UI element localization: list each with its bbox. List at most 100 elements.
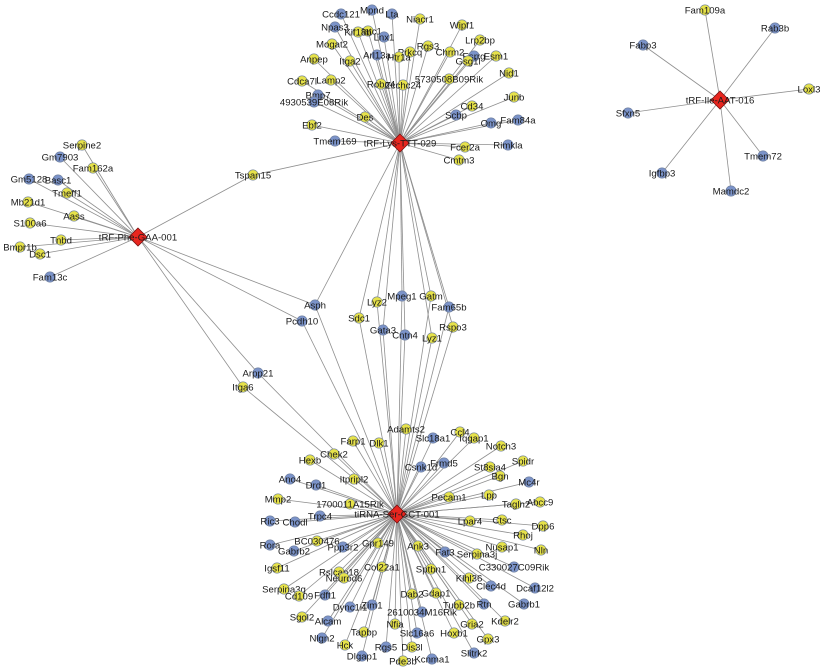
gene-node-tmeff1[interactable]: Tmeff1 — [52, 187, 82, 200]
gene-node-zcchc24[interactable]: Zcchc24 — [385, 79, 422, 92]
gene-node-slc16a6[interactable]: Slc16a6 — [400, 627, 435, 640]
gene-node-asph[interactable]: Asph — [304, 299, 326, 312]
gene-node-tapbp[interactable]: Tapbp — [351, 626, 377, 639]
gene-node-itga2[interactable]: Itga2 — [339, 55, 361, 68]
gene-node-alcam[interactable]: Alcam — [315, 615, 342, 628]
gene-node-esm1[interactable]: Esm1 — [484, 50, 509, 63]
gene-node-chodl[interactable]: Chodl — [283, 516, 308, 529]
gene-node-cd34[interactable]: Cd34 — [461, 100, 485, 113]
gene-node-serpine2[interactable]: Serpine2 — [63, 139, 101, 152]
gene-node-dlk1[interactable]: Dlk1 — [369, 437, 389, 450]
gene-node-drd1[interactable]: Drd1 — [306, 479, 327, 492]
gene-node-nlgn2[interactable]: Nlgn2 — [310, 632, 335, 645]
hub-node-trf-ile-aat-016[interactable]: tRF-Ile-AAT-016 — [686, 90, 755, 110]
gene-node-tnbd[interactable]: Tnbd — [50, 234, 72, 247]
gene-node-fam84a[interactable]: Fam84a — [500, 114, 536, 127]
gene-node-tspan15[interactable]: Tspan15 — [235, 169, 271, 182]
gene-node-neurod6[interactable]: Neurod6 — [326, 572, 363, 585]
gene-node-arl13a[interactable]: Arl13a — [363, 49, 391, 62]
gene-node-lpp[interactable]: Lpp — [481, 489, 497, 502]
gene-node-chrm2[interactable]: Chrm2 — [436, 46, 465, 59]
gene-node-4930539e08rik[interactable]: 4930539E08Rik — [280, 96, 348, 109]
gene-node-cntn4[interactable]: Cntn4 — [392, 329, 418, 342]
gene-node-igsf11[interactable]: Igsf11 — [264, 562, 290, 575]
gene-node-arpp21[interactable]: Arpp21 — [243, 367, 274, 380]
gene-node-lnx1[interactable]: Lnx1 — [374, 31, 395, 44]
gene-node-farp1[interactable]: Farp1 — [341, 435, 366, 448]
gene-node-pecam1[interactable]: Pecam1 — [431, 491, 467, 504]
gene-node-clec4d[interactable]: Clec4d — [476, 580, 506, 593]
gene-node-col22a1[interactable]: Col22a1 — [364, 561, 400, 574]
gene-node-gata3[interactable]: Gata3 — [370, 324, 396, 337]
gene-node-notch3[interactable]: Notch3 — [486, 440, 516, 453]
gene-node-rgs3[interactable]: Rgs3 — [417, 40, 439, 53]
gene-node-nusap1[interactable]: Nusap1 — [486, 541, 519, 554]
gene-node-kif18b[interactable]: Kif18b — [344, 26, 372, 39]
gene-node-cdca7l[interactable]: Cdca7l — [287, 75, 317, 88]
gene-node-fabp3[interactable]: Fabp3 — [629, 39, 657, 52]
gene-node-fcer2a[interactable]: Fcer2a — [450, 141, 481, 154]
gene-node-dpp6[interactable]: Dpp6 — [532, 520, 555, 533]
gene-node-sfxn5[interactable]: Sfxn5 — [616, 107, 641, 120]
gene-node-fam65b[interactable]: Fam65b — [431, 301, 467, 314]
gene-node-dync1i1[interactable]: Dync1i1 — [333, 601, 368, 614]
gene-node-npas3[interactable]: Npas3 — [321, 21, 349, 34]
gene-node-cd109[interactable]: Cd109 — [285, 590, 313, 603]
gene-node-gpr149[interactable]: Gpr149 — [362, 537, 394, 550]
gene-node-mmp2[interactable]: Mmp2 — [265, 493, 292, 506]
gene-node-serpina3j[interactable]: Serpina3j — [457, 548, 498, 561]
gene-node-junb[interactable]: Junb — [504, 91, 525, 104]
gene-node-bgn[interactable]: Bgn — [492, 470, 509, 483]
gene-node-dis3l[interactable]: Dis3l — [401, 641, 423, 654]
gene-node-tagln2[interactable]: Tagln2 — [502, 498, 530, 511]
gene-node-des[interactable]: Des — [357, 111, 374, 124]
gene-node-abcc9[interactable]: Abcc9 — [527, 496, 554, 509]
gene-node-ccdc121[interactable]: Ccdc121 — [322, 8, 360, 21]
gene-node-sdc1[interactable]: Sdc1 — [348, 312, 370, 325]
gene-node-hck[interactable]: Hck — [337, 639, 354, 652]
gene-node-zim1[interactable]: Zim1 — [361, 599, 383, 612]
gene-node-fam162a[interactable]: Fam162a — [73, 162, 114, 175]
gene-node-lpar4[interactable]: Lpar4 — [458, 515, 483, 528]
gene-node-ebf2[interactable]: Ebf2 — [302, 119, 322, 132]
gene-node-anpep[interactable]: Anpep — [300, 53, 328, 66]
gene-node-1700011a15rik[interactable]: 1700011A15Rik — [316, 498, 384, 511]
gene-node-dsc1[interactable]: Dsc1 — [29, 248, 51, 261]
gene-node-sptbn1[interactable]: Sptbn1 — [416, 563, 446, 576]
gene-node-frmd5[interactable]: Frmd5 — [430, 457, 458, 470]
gene-node-aass[interactable]: Aass — [63, 210, 85, 223]
gene-node-mamdc2[interactable]: Mamdc2 — [713, 185, 750, 198]
gene-node-iqgap1[interactable]: Iqgap1 — [459, 432, 489, 445]
gene-node-itga6[interactable]: Itga6 — [232, 381, 254, 394]
gene-node-rspo3[interactable]: Rspo3 — [439, 321, 467, 334]
gene-node-hoxb1[interactable]: Hoxb1 — [440, 627, 468, 640]
gene-node-lyz1[interactable]: Lyz1 — [422, 332, 442, 345]
gene-node-gatm[interactable]: Gatm — [419, 290, 443, 303]
gene-node-csnk1d[interactable]: Csnk1d — [405, 461, 438, 474]
gene-node-lyz2[interactable]: Lyz2 — [367, 296, 387, 309]
gene-node-mogat2[interactable]: Mogat2 — [316, 38, 348, 51]
gene-node-basc1[interactable]: Basc1 — [45, 174, 72, 187]
gene-node-mc4r[interactable]: Mc4r — [518, 476, 540, 489]
gene-node-prkcq[interactable]: Prkcq — [398, 46, 423, 59]
gene-node-lrp2bp[interactable]: Lrp2bp — [465, 34, 495, 47]
gene-node-rtn[interactable]: Rtn — [477, 598, 492, 611]
gene-node-rimkla[interactable]: Rimkla — [493, 139, 523, 152]
gene-node-gria2[interactable]: Gria2 — [460, 618, 484, 631]
gene-node-tmem169[interactable]: Tmem169 — [313, 135, 357, 148]
gene-node-niacr1[interactable]: Niacr1 — [406, 13, 434, 26]
gene-node-spidr[interactable]: Spidr — [512, 455, 535, 468]
hub-node-tirna-ser-gct-001[interactable]: tiRNA-Ser-GCT-001 — [354, 504, 440, 524]
gene-node-pde3b[interactable]: Pde3b — [389, 655, 417, 668]
gene-node-igfbp3[interactable]: Igfbp3 — [649, 167, 676, 180]
gene-node-ccl4[interactable]: Ccl4 — [450, 426, 470, 439]
gene-node-sgol2[interactable]: Sgol2 — [290, 611, 315, 624]
gene-node-ank3[interactable]: Ank3 — [407, 540, 429, 553]
gene-node-loxl3[interactable]: Loxl3 — [798, 83, 821, 96]
gene-node-nln[interactable]: Nln — [534, 544, 548, 557]
gene-node-ric3[interactable]: Ric3 — [260, 515, 280, 528]
gene-node-htr1a[interactable]: Htr1a — [387, 51, 411, 64]
gene-node-fdft1[interactable]: Fdft1 — [314, 589, 336, 602]
gene-node-rora[interactable]: Rora — [260, 539, 281, 552]
gene-node-gm5128[interactable]: Gm5128 — [11, 173, 48, 186]
